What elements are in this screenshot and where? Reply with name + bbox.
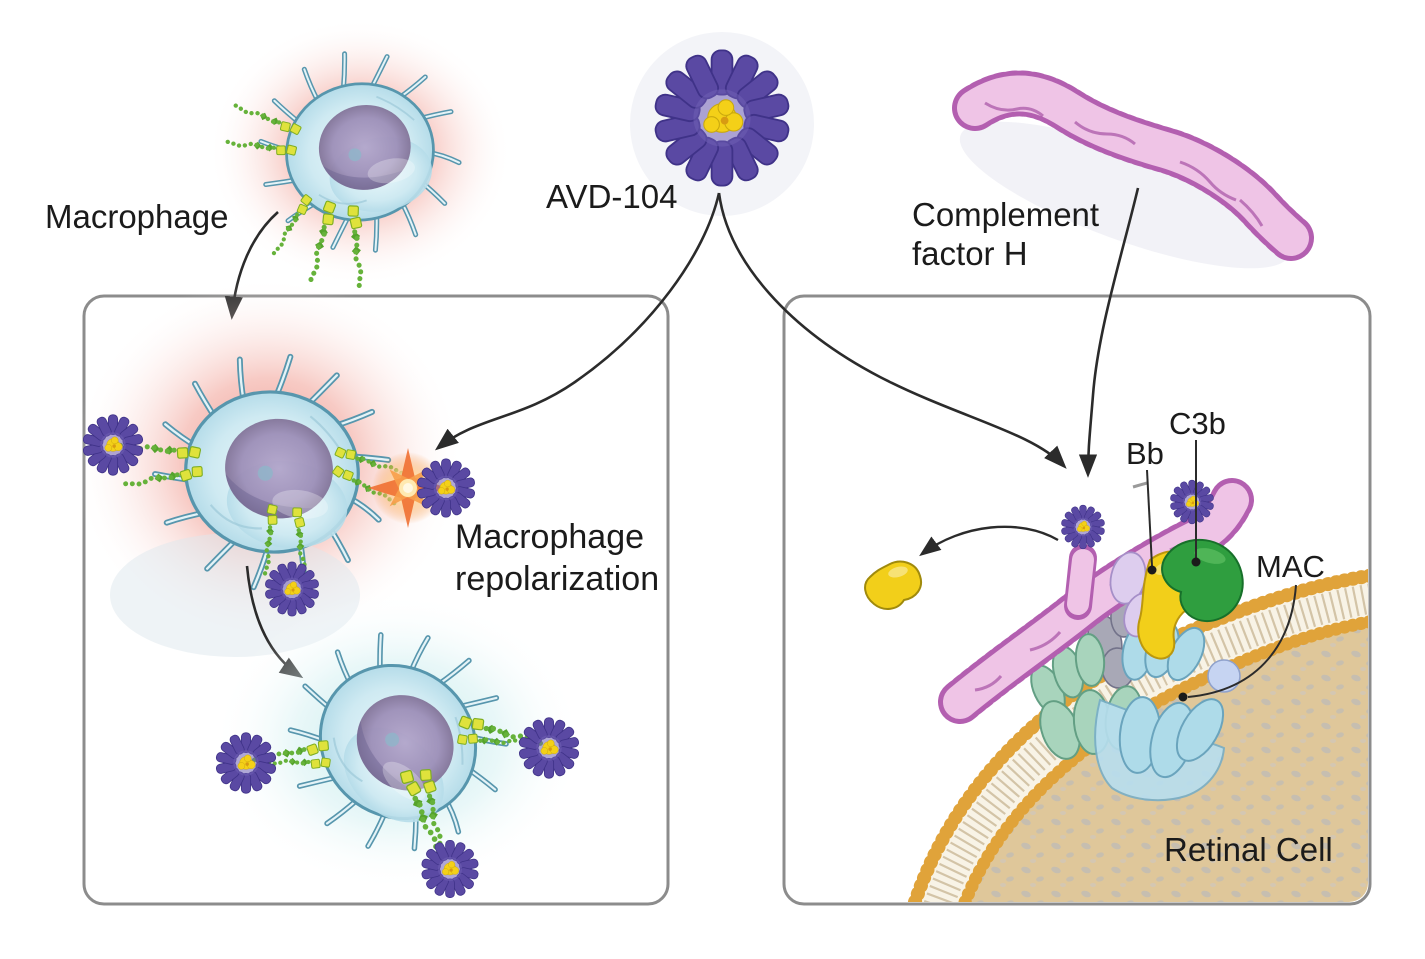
macrophage-m1 (208, 18, 512, 292)
complement-factor-h-label-line1: Complement (912, 196, 1099, 233)
macrophage-label: Macrophage (45, 198, 228, 235)
complement-factor-h-molecule (952, 70, 1314, 269)
tick-mark (1132, 481, 1148, 489)
mac-subunit-ball (1207, 659, 1241, 693)
avd104-star-on-factor-h (1060, 504, 1106, 550)
complement-complex (938, 478, 1254, 802)
arrow-factor-h-to-complex (1078, 187, 1140, 478)
avd-104-label: AVD-104 (546, 178, 677, 215)
mac-label: MAC (1256, 549, 1325, 584)
avd-104-particle (630, 32, 814, 216)
repolarization-label-line2: repolarization (455, 560, 659, 598)
c3b-label: C3b (1169, 406, 1226, 441)
avd104-star-bound-bottom (264, 561, 320, 617)
bb-molecule-released (864, 560, 922, 610)
macrophage-m2-repolarized (212, 590, 584, 898)
repolarization-label-line1: Macrophage (455, 518, 644, 556)
mac-complex (1030, 621, 1241, 802)
arrow-bb-release (919, 525, 1059, 557)
arrow-avd104-to-complement (717, 192, 1067, 469)
retinal-cell-label: Retinal Cell (1164, 831, 1333, 868)
avd104-star-on-factor-h (1169, 479, 1215, 525)
right-panel-annotations: Bb C3b MAC Retinal Cell (1126, 406, 1333, 868)
leader-mac (1187, 584, 1297, 698)
leader-bb (1146, 469, 1153, 567)
arrow-avd104-to-macrophage (434, 192, 721, 451)
bb-complex-label: Bb (1126, 436, 1164, 471)
complement-factor-h-label-line2: factor H (912, 235, 1028, 272)
